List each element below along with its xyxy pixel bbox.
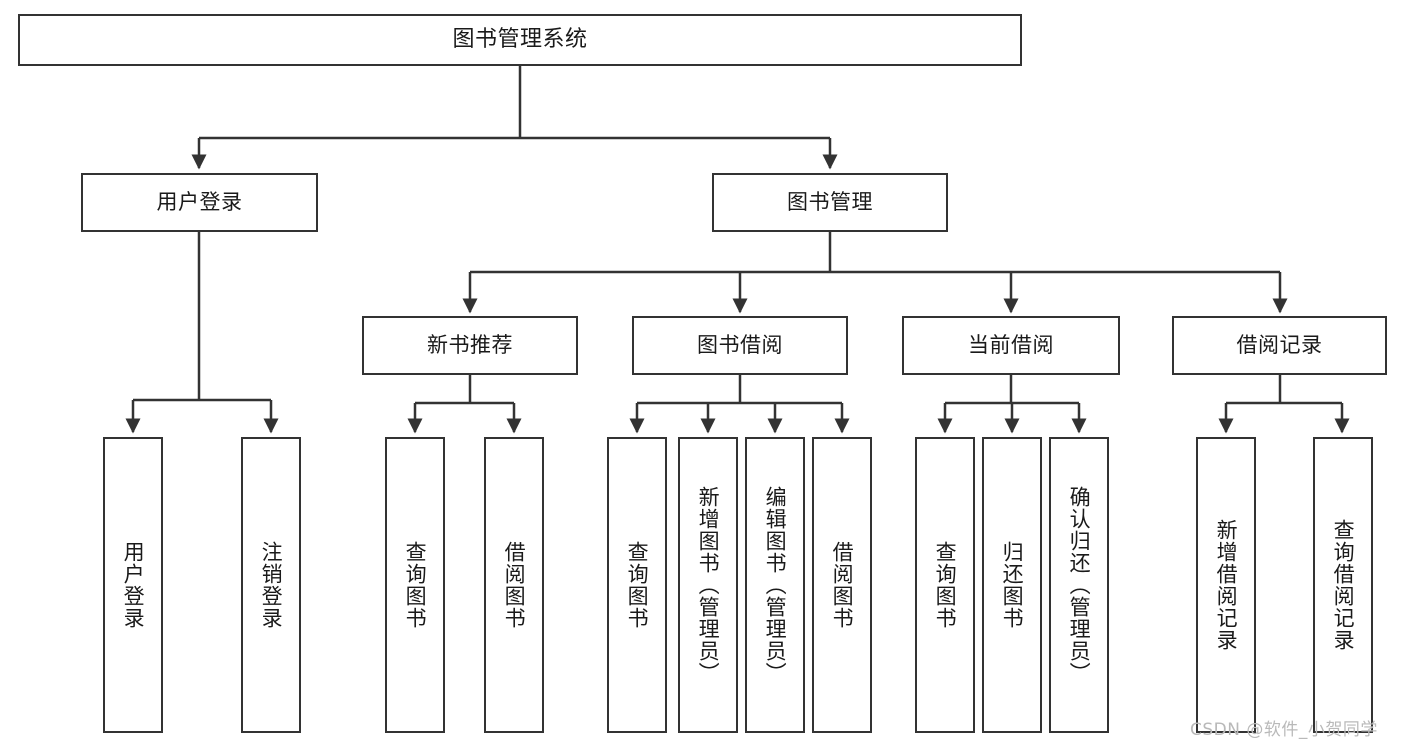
node-label: 查询借阅记录 [1331, 519, 1356, 651]
leaf-query-book-current[interactable]: 查询图书 [915, 437, 975, 733]
node-label: 用户登录 [156, 189, 243, 214]
node-root-book-management-system[interactable]: 图书管理系统 [18, 14, 1022, 66]
leaf-edit-book-admin[interactable]: 编辑图书（管理员） [745, 437, 805, 733]
node-label: 查询图书 [625, 541, 650, 629]
leaf-query-borrow-record[interactable]: 查询借阅记录 [1313, 437, 1373, 733]
node-book-borrow[interactable]: 图书借阅 [632, 316, 848, 375]
node-label: 查询图书 [403, 541, 428, 629]
node-user-login[interactable]: 用户登录 [81, 173, 318, 232]
node-label: 图书管理系统 [452, 26, 588, 52]
node-label: 编辑图书（管理员） [763, 486, 788, 684]
node-label: 确认归还（管理员） [1067, 486, 1092, 684]
node-new-book-recommend[interactable]: 新书推荐 [362, 316, 578, 375]
node-label: 新书推荐 [427, 332, 513, 357]
node-label: 用户登录 [121, 541, 146, 629]
node-current-borrow[interactable]: 当前借阅 [902, 316, 1120, 375]
node-label: 归还图书 [1000, 541, 1025, 629]
node-label: 图书管理 [787, 189, 873, 214]
node-label: 借阅图书 [502, 541, 527, 629]
leaf-return-book[interactable]: 归还图书 [982, 437, 1042, 733]
leaf-confirm-return-admin[interactable]: 确认归还（管理员） [1049, 437, 1109, 733]
leaf-query-book-borrow[interactable]: 查询图书 [607, 437, 667, 733]
node-label: 注销登录 [259, 541, 284, 629]
node-borrow-records[interactable]: 借阅记录 [1172, 316, 1387, 375]
leaf-borrow-book[interactable]: 借阅图书 [812, 437, 872, 733]
node-book-management[interactable]: 图书管理 [712, 173, 948, 232]
leaf-borrow-book-recommend[interactable]: 借阅图书 [484, 437, 544, 733]
node-label: 新增借阅记录 [1214, 519, 1239, 651]
node-label: 借阅图书 [830, 541, 855, 629]
node-label: 当前借阅 [968, 332, 1054, 357]
node-label: 借阅记录 [1236, 332, 1323, 357]
leaf-query-book-recommend[interactable]: 查询图书 [385, 437, 445, 733]
leaf-user-login[interactable]: 用户登录 [103, 437, 163, 733]
node-label: 查询图书 [933, 541, 958, 629]
leaf-add-borrow-record[interactable]: 新增借阅记录 [1196, 437, 1256, 733]
csdn-watermark: CSDN @软件_小贺同学 [1190, 720, 1378, 740]
node-label: 图书借阅 [697, 332, 783, 357]
node-label: 新增图书（管理员） [696, 486, 721, 684]
leaf-add-book-admin[interactable]: 新增图书（管理员） [678, 437, 738, 733]
leaf-logout[interactable]: 注销登录 [241, 437, 301, 733]
